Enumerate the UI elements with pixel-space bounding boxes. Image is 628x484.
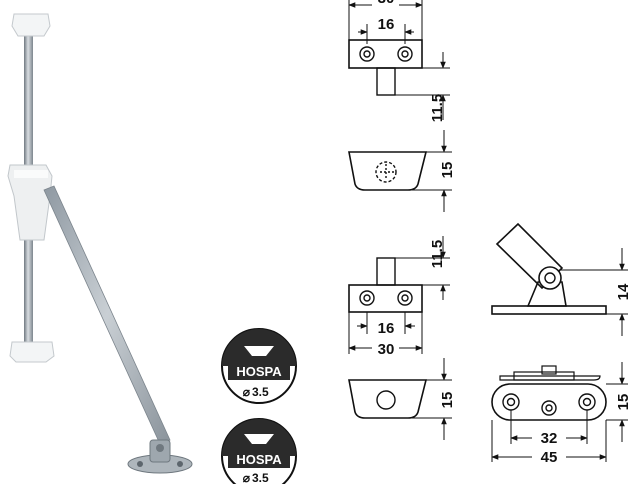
- countersunk-screw-icon: [244, 434, 274, 444]
- countersunk-screw-icon: [244, 346, 274, 356]
- dimension-label: 15: [439, 392, 456, 409]
- diameter-symbol: ⌀: [243, 471, 251, 484]
- dimension-label: 15: [615, 394, 628, 411]
- middle-bracket-front-view: [348, 236, 450, 354]
- dimension-label: 30: [378, 341, 395, 358]
- screw-brand-label: HOSPA: [236, 364, 282, 379]
- dimension-label: 32: [541, 430, 558, 447]
- middle-bracket-side-view: [348, 358, 452, 440]
- dimension-label: 16: [378, 16, 395, 33]
- pivot-hinge-side-view: [491, 222, 628, 336]
- screw-badge-2: HOSPA ⌀ 3.5: [221, 418, 297, 484]
- screw-brand-label: HOSPA: [236, 452, 282, 467]
- lid-stay-product-illustration: [7, 13, 193, 474]
- screw-diameter-label: 3.5: [252, 471, 269, 484]
- dimension-label: 11.5: [429, 240, 446, 268]
- screw-diameter-label: 3.5: [252, 385, 269, 399]
- dimension-label: 16: [378, 320, 395, 337]
- dimension-label: 45: [541, 449, 558, 466]
- diameter-symbol: ⌀: [243, 385, 251, 399]
- screw-badge-1: HOSPA ⌀ 3.5: [221, 328, 297, 404]
- dimension-label: 14: [615, 283, 628, 300]
- stay-arm: [43, 185, 171, 445]
- dimension-label: 11.5: [429, 94, 446, 122]
- dimension-label: 15: [439, 162, 456, 179]
- bottom-mounting-bracket: [9, 341, 55, 363]
- sliding-block: [7, 164, 53, 241]
- top-mounting-bracket: [11, 13, 51, 37]
- pivot-plate-top-view: [491, 362, 628, 462]
- top-bracket-front-view: [348, 0, 450, 120]
- top-bracket-side-view: [348, 130, 452, 212]
- dimension-label: 30: [378, 0, 395, 7]
